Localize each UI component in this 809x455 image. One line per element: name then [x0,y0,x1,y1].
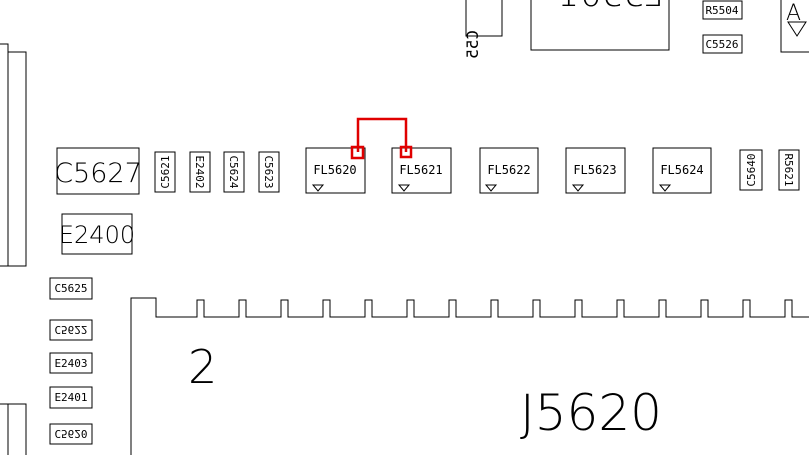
triangle-marker-icon [787,21,807,37]
a-label: A [786,1,801,26]
c5625-label: C5625 [54,282,87,295]
pin1-marker-icon [484,184,498,192]
fl5621-label: FL5621 [399,163,442,177]
r5621-label: R5621 [782,153,795,186]
c5640-component[interactable]: C5640 [739,149,763,191]
c55-label: C55 [463,30,482,59]
fl5620-label: FL5620 [313,163,356,177]
e2400-component[interactable]: E2400 [59,213,135,255]
c5627-label: C5627 [54,158,142,189]
c5526-label: C5526 [705,38,738,51]
r5504-component[interactable]: R5504 [702,0,743,20]
pin1-marker-icon [658,184,672,192]
fl5620-component[interactable]: FL5620 [305,147,366,194]
c5621-component[interactable]: C5621 [154,151,176,193]
fl5623-label: FL5623 [573,163,616,177]
e2403-label: E2403 [54,357,87,370]
r5621-component[interactable]: R5621 [778,149,800,191]
c5623-component[interactable]: C5623 [258,151,280,193]
fl5622-label: FL5622 [487,163,530,177]
c5627-component[interactable]: C5627 [54,147,142,195]
c5621-label: C5621 [159,155,172,188]
c5620-label: C5620 [54,427,87,440]
left-edge-outline [0,43,27,455]
e2401-component[interactable]: E2401 [49,386,93,409]
pin1-marker-icon [571,184,585,192]
c5526-component[interactable]: C5526 [702,34,743,54]
connector-label: J5620 [520,384,662,442]
pad-fl5620[interactable] [350,145,365,160]
l5501-component[interactable]: L5501 [530,0,670,51]
c5625-component[interactable]: C5625 [49,277,93,300]
l5501-label: L5501 [559,0,664,15]
c5640-label: C5640 [745,153,758,186]
c5624-component[interactable]: C5624 [223,151,245,193]
highlighted-trace[interactable] [350,117,413,160]
c55-component[interactable]: C55 [463,0,503,59]
fl5622-component[interactable]: FL5622 [479,147,539,194]
e2400-label: E2400 [59,221,135,249]
a-component[interactable]: A [780,0,809,53]
fl5621-component[interactable]: FL5621 [391,147,452,194]
e2402-label: E2402 [193,155,206,188]
connector-outline [130,297,809,455]
c5622-label: C5622 [54,323,87,336]
pad-fl5621[interactable] [399,145,413,159]
trace-path [356,117,408,152]
j5620-connector[interactable]: 2 J5620 [130,297,809,455]
e2401-label: E2401 [54,391,87,404]
c5620-component[interactable]: C5620 [49,423,93,445]
fl5624-label: FL5624 [660,163,703,177]
r5504-label: R5504 [705,4,738,17]
pin-number-label: 2 [188,340,217,394]
pin1-marker-icon [397,184,411,192]
e2403-component[interactable]: E2403 [49,352,93,374]
pin1-marker-icon [311,184,325,192]
c5622-component[interactable]: C5622 [49,319,93,341]
fl5623-component[interactable]: FL5623 [565,147,626,194]
c5624-label: C5624 [227,155,240,188]
fl5624-component[interactable]: FL5624 [652,147,712,194]
e2402-component[interactable]: E2402 [189,151,211,193]
c5623-label: C5623 [262,155,275,188]
